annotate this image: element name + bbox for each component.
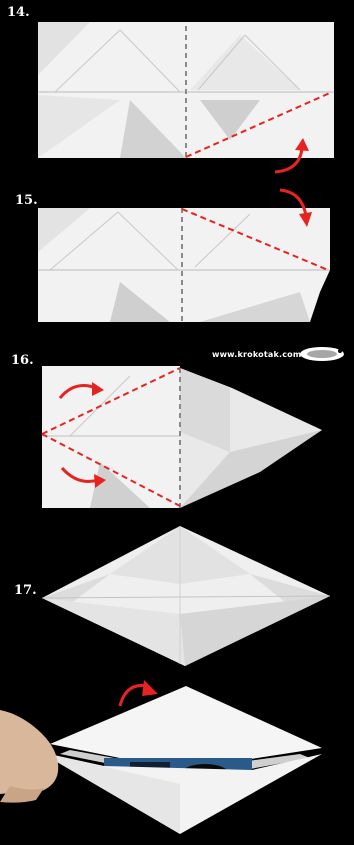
step-17-panel: 17.	[0, 514, 354, 674]
arrowhead-icon	[142, 680, 158, 696]
final-step-illustration	[0, 674, 354, 845]
step-16-panel: 16. www.krokotak.com	[0, 342, 354, 514]
step-14-illustration	[0, 0, 354, 182]
step-16-illustration	[0, 342, 354, 514]
final-step-panel	[0, 674, 354, 845]
hand-image	[0, 710, 58, 794]
step-15-panel: 15.	[0, 182, 354, 342]
step-15-illustration	[0, 182, 354, 342]
step-17-illustration	[0, 514, 354, 674]
crocodile-logo-icon	[300, 347, 344, 361]
step-14-panel: 14.	[0, 0, 354, 182]
